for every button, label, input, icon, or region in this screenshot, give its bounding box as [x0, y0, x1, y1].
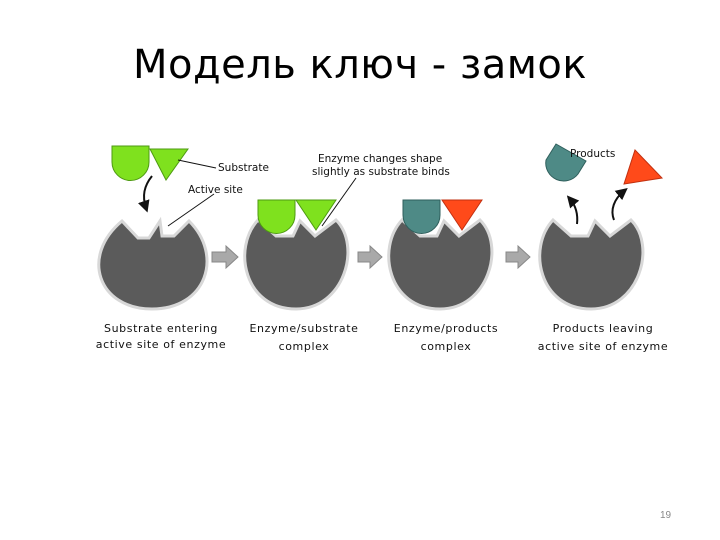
substrate-triangle-2 [295, 199, 337, 231]
caption-3-line2: complex [421, 340, 472, 353]
exit-arrow-left [566, 195, 580, 225]
caption-1-line2: active site of enzyme [96, 338, 227, 351]
enzyme-change-label-line2: slightly as substrate binds [312, 166, 450, 178]
caption-4-line1: Products leaving [553, 322, 654, 335]
enzyme-3 [387, 217, 494, 311]
substrate-pointer [177, 159, 217, 169]
product-round-4 [545, 143, 587, 182]
substrate-label: Substrate [218, 162, 269, 174]
enzyme-1 [97, 216, 209, 311]
active-site-label: Active site [188, 184, 243, 196]
enzyme-change-pointer [321, 177, 357, 227]
stage-arrow-3 [505, 244, 531, 270]
product-round-3 [402, 199, 441, 234]
entry-arrow [138, 175, 153, 213]
enzyme-4 [538, 217, 645, 311]
product-triangle-3 [441, 199, 483, 231]
caption-2-line2: complex [279, 340, 330, 353]
stage-arrow-1 [211, 244, 239, 270]
product-triangle-4 [623, 149, 664, 185]
caption-2-line1: Enzyme/substrate [249, 322, 358, 335]
exit-arrow-right [611, 187, 628, 221]
active-site-pointer [167, 193, 215, 227]
caption-3-line1: Enzyme/products [394, 322, 498, 335]
stage-2: Enzyme changes shape slightly as substra… [243, 153, 450, 311]
page-number: 19 [660, 510, 672, 521]
caption-1-line1: Substrate entering [104, 322, 218, 335]
captions: Substrate entering active site of enzyme… [96, 322, 669, 353]
caption-4-line2: active site of enzyme [538, 340, 669, 353]
stage-1: Substrate Active site [97, 145, 269, 311]
products-label: Products [570, 148, 615, 160]
stage-4: Products [538, 143, 664, 311]
substrate-round-1 [111, 145, 150, 181]
enzyme-change-label-line1: Enzyme changes shape [318, 153, 442, 165]
substrate-round-2 [257, 199, 296, 234]
slide-title: Модель ключ - замок [132, 42, 588, 88]
substrate-triangle-1 [149, 148, 189, 181]
stage-3 [387, 199, 494, 311]
enzyme-2 [243, 217, 350, 311]
stage-arrow-2 [357, 244, 383, 270]
